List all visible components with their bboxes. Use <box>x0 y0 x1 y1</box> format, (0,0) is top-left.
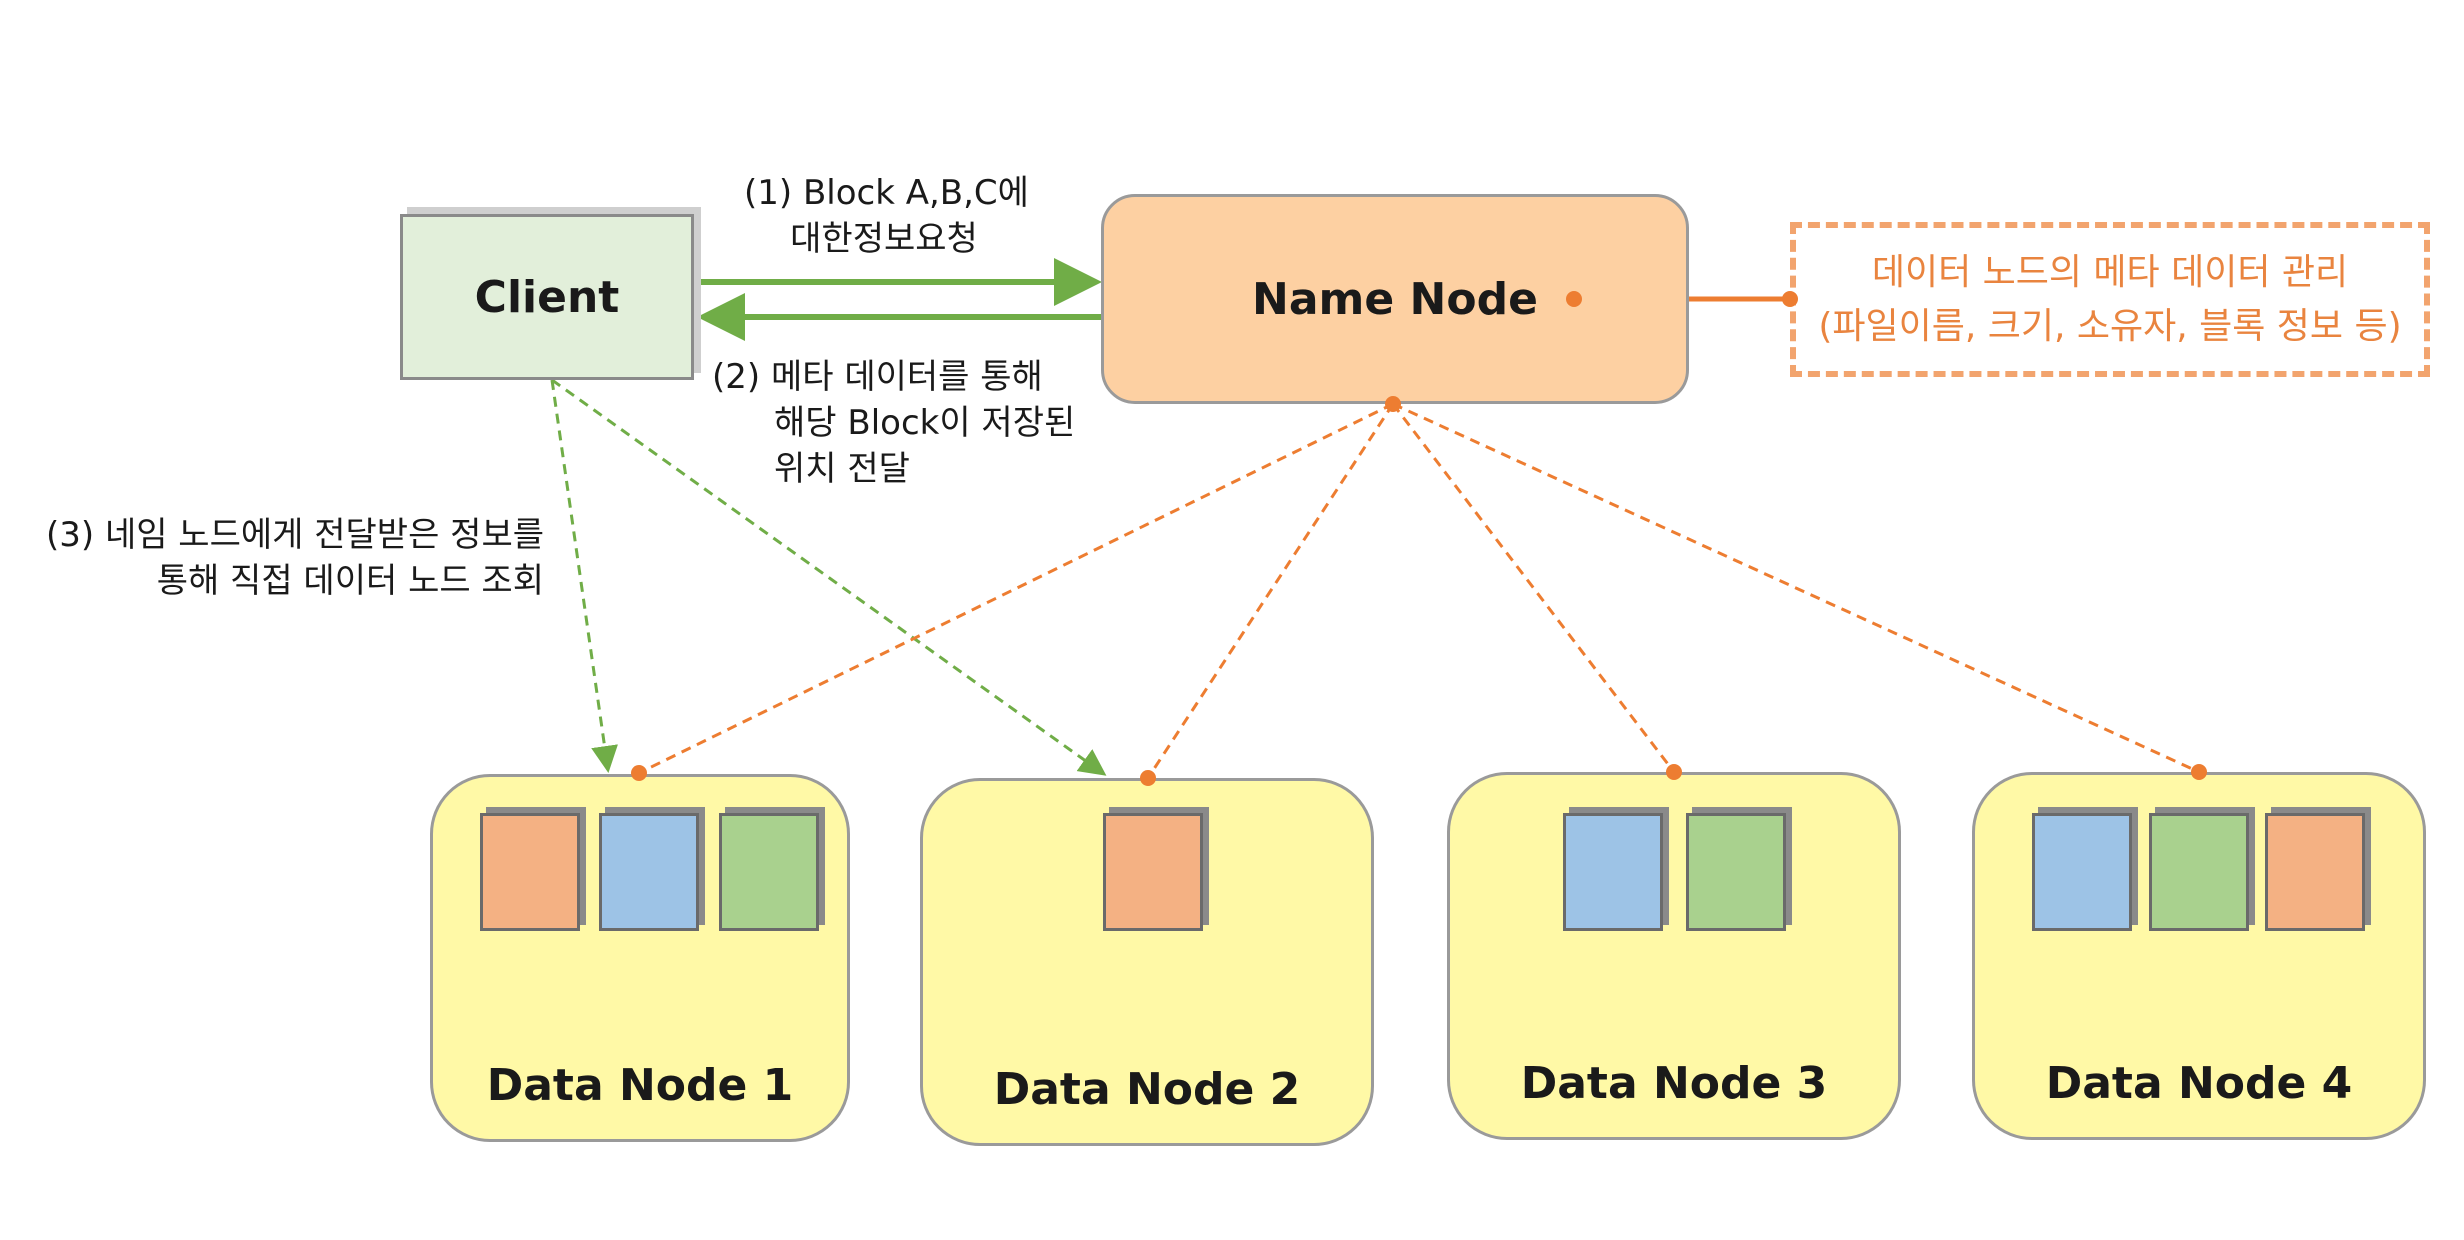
data-node-3: Data Node 3 <box>1447 772 1901 1140</box>
direct-query-label-line2: 통해 직접 데이터 노드 조회 <box>156 561 544 601</box>
client-node: Client <box>400 214 694 380</box>
response-label-line3: 위치 전달 <box>774 449 910 489</box>
datanode4-anchor-dot <box>2191 764 2207 780</box>
response-label: (2) 메타 데이터를 통해 해당 Block이 저장된 위치 전달 <box>712 354 1075 492</box>
namenode-to-datanode3-link <box>1391 403 1676 773</box>
direct-query-label: (3) 네임 노드에게 전달받은 정보를 통해 직접 데이터 노드 조회 <box>14 512 544 604</box>
datanode2-anchor-dot <box>1140 770 1156 786</box>
data-node-1: Data Node 1 <box>430 774 850 1142</box>
blue-block <box>599 813 699 931</box>
namenode-meta-dot <box>1566 291 1582 307</box>
namenode-to-datanode1-link <box>638 402 1394 775</box>
request-label-line2: 대한정보요청 <box>790 219 978 259</box>
metadata-note-box: 데이터 노드의 메타 데이터 관리 (파일이름, 크기, 소유자, 블록 정보 … <box>1790 222 2430 377</box>
request-label: (1) Block A,B,C에 대한정보요청 <box>744 170 1029 262</box>
metadata-note-line2: (파일이름, 크기, 소유자, 블록 정보 등) <box>1818 305 2402 347</box>
data-node-2-label: Data Node 2 <box>993 1064 1301 1115</box>
name-node-label: Name Node <box>1252 273 1538 325</box>
orange-block <box>2265 813 2365 931</box>
blue-block <box>2032 813 2132 931</box>
data-node-3-label: Data Node 3 <box>1520 1058 1828 1109</box>
response-label-line2: 해당 Block이 저장된 <box>774 403 1076 443</box>
blue-block <box>1563 813 1663 931</box>
client-to-datanode1-arrow <box>550 379 618 773</box>
green-block <box>719 813 819 931</box>
green-block <box>1686 813 1786 931</box>
data-node-2: Data Node 2 <box>920 778 1374 1146</box>
data-node-4-label: Data Node 4 <box>2045 1058 2353 1109</box>
datanode3-anchor-dot <box>1666 764 1682 780</box>
green-block <box>2149 813 2249 931</box>
namenode-to-datanode4-link <box>1392 402 2200 774</box>
request-label-line1: (1) Block A,B,C에 <box>744 173 1029 213</box>
metadata-note-line1: 데이터 노드의 메타 데이터 관리 <box>1871 251 2349 293</box>
namenode-anchor-dot <box>1385 396 1401 412</box>
orange-block <box>480 813 580 931</box>
data-node-1-label: Data Node 1 <box>486 1060 794 1111</box>
datanode1-anchor-dot <box>631 765 647 781</box>
response-label-line1: (2) 메타 데이터를 통해 <box>712 357 1043 397</box>
client-label: Client <box>474 271 620 323</box>
data-node-4: Data Node 4 <box>1972 772 2426 1140</box>
orange-block <box>1103 813 1203 931</box>
direct-query-label-line1: (3) 네임 노드에게 전달받은 정보를 <box>45 515 544 555</box>
client-to-datanode2-arrow <box>551 378 1107 776</box>
metadata-anchor-dot <box>1782 291 1798 307</box>
namenode-to-datanode2-link <box>1146 403 1395 779</box>
